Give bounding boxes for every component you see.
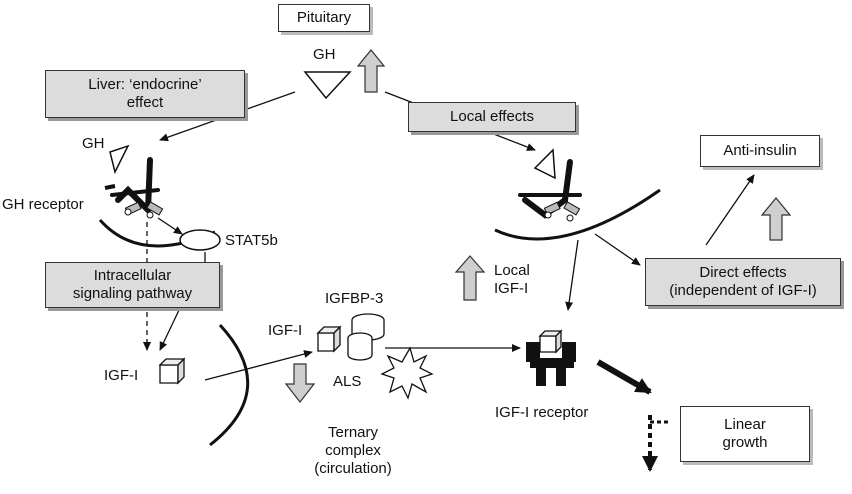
intracellular-pathway-box: Intracellular signaling pathway (45, 262, 220, 308)
up-arrow-gh-icon (356, 49, 386, 93)
igf1-receptor-label: IGF-I receptor (495, 404, 589, 421)
bold-arrow-to-growth (596, 359, 652, 395)
up-arrow-anti-insulin-icon (760, 197, 792, 241)
intracellular-label-line2: signaling pathway (72, 285, 193, 302)
gh-receptor-right-icon (494, 159, 661, 241)
anti-insulin-label: Anti-insulin (723, 142, 797, 159)
arrow-receptor-to-igf1-receptor (565, 239, 579, 311)
igf1-left-label: IGF-I (104, 367, 139, 384)
ternary-complex-icon (316, 313, 385, 361)
gh-receptor-label: GH receptor (2, 196, 84, 213)
liver-label-line2: effect (126, 94, 164, 111)
arrow-receptor-to-stat5b (157, 217, 183, 235)
linear-growth-label-line1: Linear (724, 416, 766, 433)
local-igf1-label-line2: IGF-I (494, 280, 529, 297)
stat5b-icon (179, 229, 221, 251)
gh-left-label: GH (82, 135, 105, 152)
igf1-mid-label: IGF-I (268, 322, 303, 339)
liver-label-line1: Liver: ‘endocrine’ (88, 76, 202, 93)
local-igf1-label-line1: Local (494, 262, 530, 279)
stat5b-label: STAT5b (225, 232, 278, 249)
igf1-receptor-icon (526, 329, 576, 386)
direct-effects-label-line2: (independent of IGF-I) (669, 282, 817, 299)
igfbp3-label: IGFBP-3 (325, 290, 384, 307)
ternary-label-line1: Ternary (327, 424, 379, 441)
als-label: ALS (333, 373, 362, 390)
linear-growth-label-line2: growth (722, 434, 768, 451)
ternary-label-line2: complex (325, 442, 381, 459)
anti-insulin-box: Anti-insulin (700, 135, 820, 167)
direct-effects-label-line1: Direct effects (699, 264, 787, 281)
down-arrow-circulation-icon (284, 363, 316, 403)
arrow-pathway-to-igf1 (159, 307, 181, 351)
local-effects-label: Local effects (450, 108, 534, 125)
linear-growth-box: Linear growth (680, 406, 810, 462)
up-arrow-local-igf1-icon (454, 255, 486, 301)
als-burst-icon (380, 346, 434, 400)
ternary-label-line3: (circulation) (314, 460, 392, 477)
pituitary-box: Pituitary (278, 4, 370, 32)
gh-top-label: GH (313, 46, 336, 63)
arrow-igf1-to-complex (204, 350, 313, 381)
pituitary-label: Pituitary (296, 9, 352, 26)
arrow-direct-to-anti-insulin (705, 174, 755, 246)
local-effects-box: Local effects (408, 102, 576, 132)
arrow-receptor-to-direct-effects (594, 233, 641, 266)
gh-hormone-right-icon (533, 148, 556, 180)
direct-effects-box: Direct effects (independent of IGF-I) (645, 258, 841, 306)
cell-boundary-arc (209, 323, 250, 447)
intracellular-label-line1: Intracellular (93, 267, 172, 284)
gh-hormone-top-icon (303, 71, 352, 100)
liver-endocrine-box: Liver: ‘endocrine’ effect (45, 70, 245, 118)
igf1-cube-left-icon (158, 357, 186, 385)
gh-receptor-left-icon (98, 157, 216, 248)
gh-hormone-left-icon (109, 144, 130, 175)
